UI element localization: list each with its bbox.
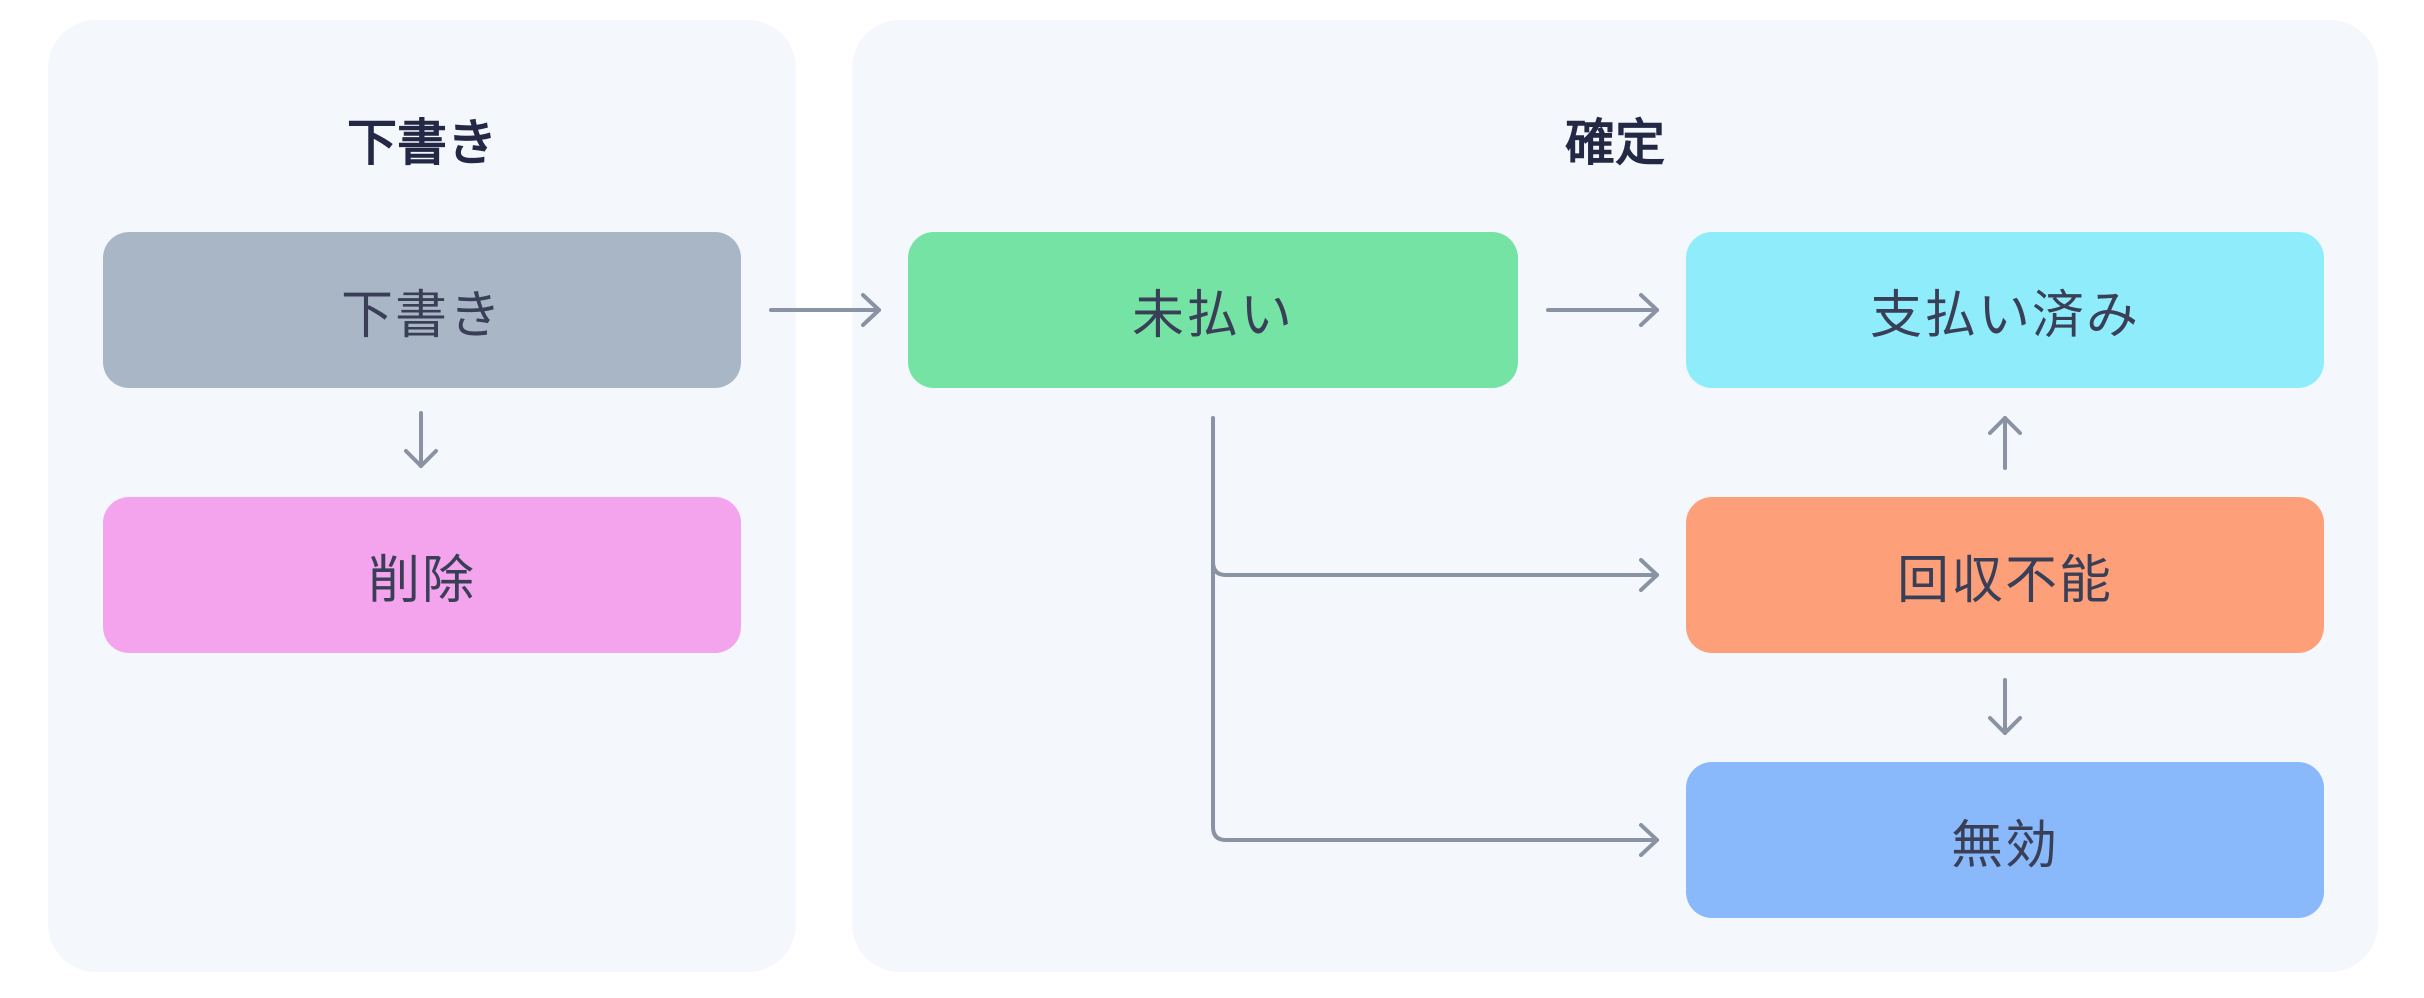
draft-group-panel: 下書き [48,20,796,972]
node-uncollectible: 回収不能 [1686,497,2324,653]
node-void: 無効 [1686,762,2324,918]
node-unpaid: 未払い [908,232,1518,388]
node-deleted: 削除 [103,497,741,653]
node-paid: 支払い済み [1686,232,2324,388]
node-draft: 下書き [103,232,741,388]
draft-group-title: 下書き [347,114,497,172]
confirmed-group-title: 確定 [1565,114,1665,172]
